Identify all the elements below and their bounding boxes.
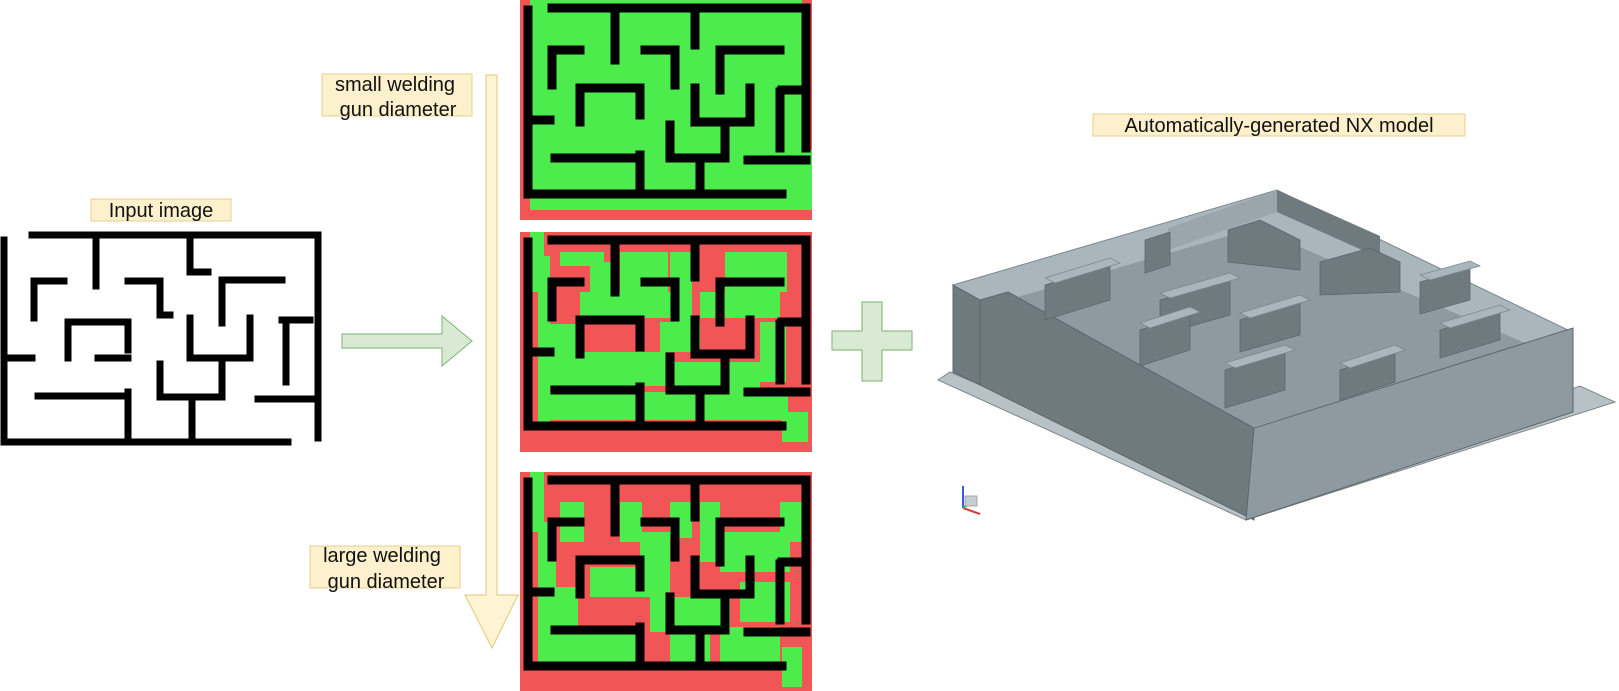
input-image-label-text: Input image [109, 200, 214, 222]
input-maze [0, 231, 322, 446]
input-image-label: Input image [90, 198, 232, 222]
large-diameter-label: large welding gun diameter [309, 545, 461, 593]
small-diameter-label-line2: gun diameter [340, 99, 457, 121]
maze-panel-medium [520, 232, 812, 452]
axis-triad-icon [962, 486, 981, 515]
nx-model-label: Automatically-generated NX model [1092, 113, 1466, 137]
large-diameter-label-line2: gun diameter [328, 571, 445, 593]
small-diameter-label: small welding gun diameter [321, 73, 473, 121]
maze-panel-large [520, 472, 812, 691]
nx-3d-model [936, 189, 1617, 521]
right-arrow [341, 314, 473, 368]
large-diameter-label-line1: large welding [323, 545, 441, 567]
small-diameter-label-line1: small welding [335, 74, 455, 96]
plus-icon [831, 301, 913, 382]
maze-panel-small [520, 0, 812, 220]
gun-diameter-arrow [464, 74, 519, 650]
nx-model-label-text: Automatically-generated NX model [1124, 115, 1433, 137]
